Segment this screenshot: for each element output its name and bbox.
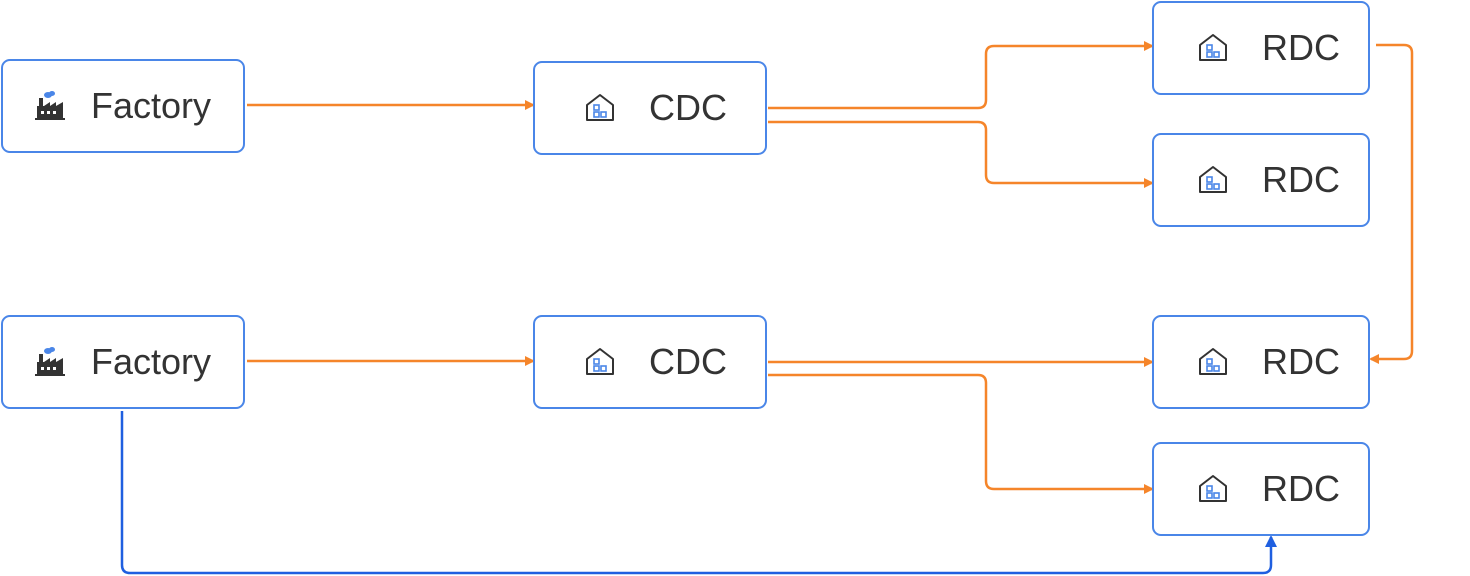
edge-cdc-1-to-rdc-1: [768, 41, 1154, 110]
warehouse-icon: [583, 345, 617, 379]
cdc-node-2[interactable]: CDC: [533, 315, 767, 409]
node-label: Factory: [91, 85, 212, 126]
edge-rdc-1-to-rdc-3: [1369, 43, 1414, 364]
node-label: RDC: [1262, 27, 1340, 68]
rdc-node-4[interactable]: RDC: [1152, 442, 1370, 536]
node-label: CDC: [649, 87, 727, 128]
factory-node-2[interactable]: Factory: [1, 315, 245, 409]
node-label: RDC: [1262, 468, 1340, 509]
factory-node-1[interactable]: Factory: [1, 59, 245, 153]
factory-icon: [33, 345, 67, 379]
edge-factory-2-to-rdc-4: [120, 411, 1277, 575]
edge-cdc-1-to-rdc-2: [768, 120, 1154, 188]
node-label: RDC: [1262, 341, 1340, 382]
node-label: Factory: [91, 341, 212, 382]
rdc-node-3[interactable]: RDC: [1152, 315, 1370, 409]
factory-icon: [33, 89, 67, 123]
node-label: RDC: [1262, 159, 1340, 200]
warehouse-icon: [583, 91, 617, 125]
warehouse-icon: [1196, 345, 1230, 379]
warehouse-icon: [1196, 163, 1230, 197]
warehouse-icon: [1196, 31, 1230, 65]
node-label: CDC: [649, 341, 727, 382]
cdc-node-1[interactable]: CDC: [533, 61, 767, 155]
edge-cdc-2-to-rdc-4: [768, 373, 1154, 494]
warehouse-icon: [1196, 472, 1230, 506]
rdc-node-2[interactable]: RDC: [1152, 133, 1370, 227]
rdc-node-1[interactable]: RDC: [1152, 1, 1370, 95]
